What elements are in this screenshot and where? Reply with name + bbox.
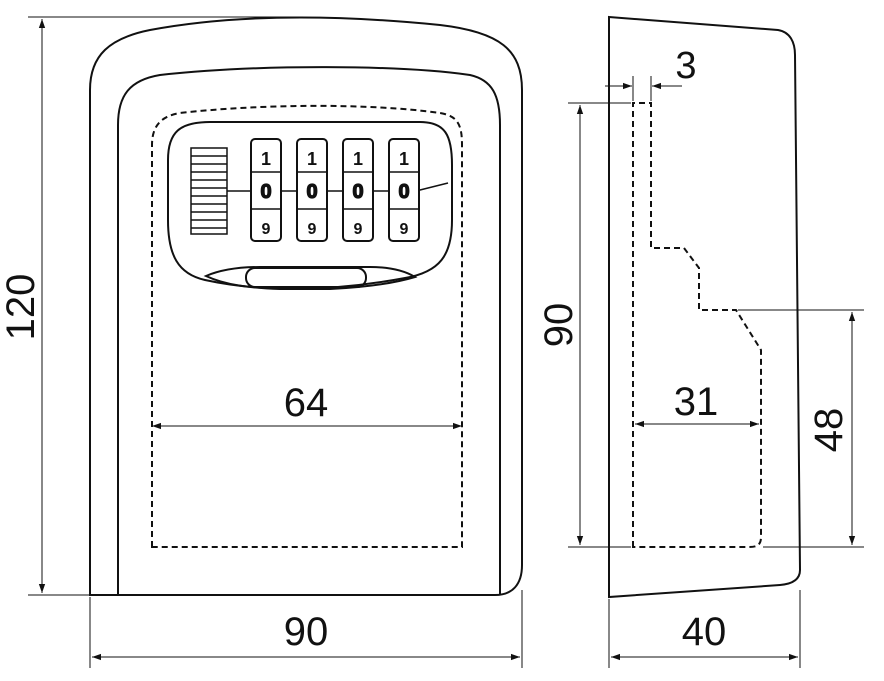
wheel-bottom-digit: 9 bbox=[262, 221, 271, 238]
front-outer-body bbox=[89, 16, 523, 596]
wheel-bottom-digit: 9 bbox=[308, 221, 317, 238]
wheel-bottom-digit: 9 bbox=[400, 221, 409, 238]
wheel-middle-digit: 0 bbox=[352, 181, 363, 203]
wall-thickness-label: 3 bbox=[675, 45, 696, 87]
grip-icon bbox=[190, 147, 228, 235]
wheel-middle-digit: 0 bbox=[398, 181, 409, 203]
wheel-top-digit: 1 bbox=[261, 149, 271, 169]
depth-label: 40 bbox=[682, 610, 727, 654]
front-compartment-dashed bbox=[151, 104, 463, 548]
release-button bbox=[203, 266, 418, 290]
wheel-middle-digit: 0 bbox=[306, 181, 317, 203]
release-button-cap bbox=[245, 267, 367, 288]
inner-depth-label: 31 bbox=[674, 380, 719, 424]
front-width-label: 90 bbox=[284, 610, 329, 654]
wheel-middle-digit: 0 bbox=[260, 181, 271, 203]
wheel-top-digit: 1 bbox=[353, 149, 363, 169]
front-inner-face bbox=[117, 66, 501, 595]
lower-height-label: 48 bbox=[807, 408, 851, 453]
front-height-label: 120 bbox=[0, 274, 43, 341]
side-view bbox=[568, 15, 864, 668]
dial-wheel: 1 0 9 bbox=[342, 138, 374, 242]
front-view bbox=[28, 16, 523, 668]
inner-width-label: 64 bbox=[284, 381, 329, 425]
wheel-top-digit: 1 bbox=[399, 149, 409, 169]
side-interior-dashed bbox=[632, 102, 762, 548]
dial-wheel: 1 0 9 bbox=[250, 138, 282, 242]
inner-height-label: 90 bbox=[537, 303, 581, 348]
wheel-top-digit: 1 bbox=[307, 149, 317, 169]
dial-wheel: 1 0 9 bbox=[388, 138, 420, 242]
dial-window bbox=[167, 121, 453, 290]
wheel-bottom-digit: 9 bbox=[354, 221, 363, 238]
dial-wheel: 1 0 9 bbox=[296, 138, 328, 242]
side-outer-profile bbox=[608, 15, 802, 599]
dial-wheels: 1 0 9 1 0 9 1 0 9 1 0 9 bbox=[250, 138, 420, 242]
